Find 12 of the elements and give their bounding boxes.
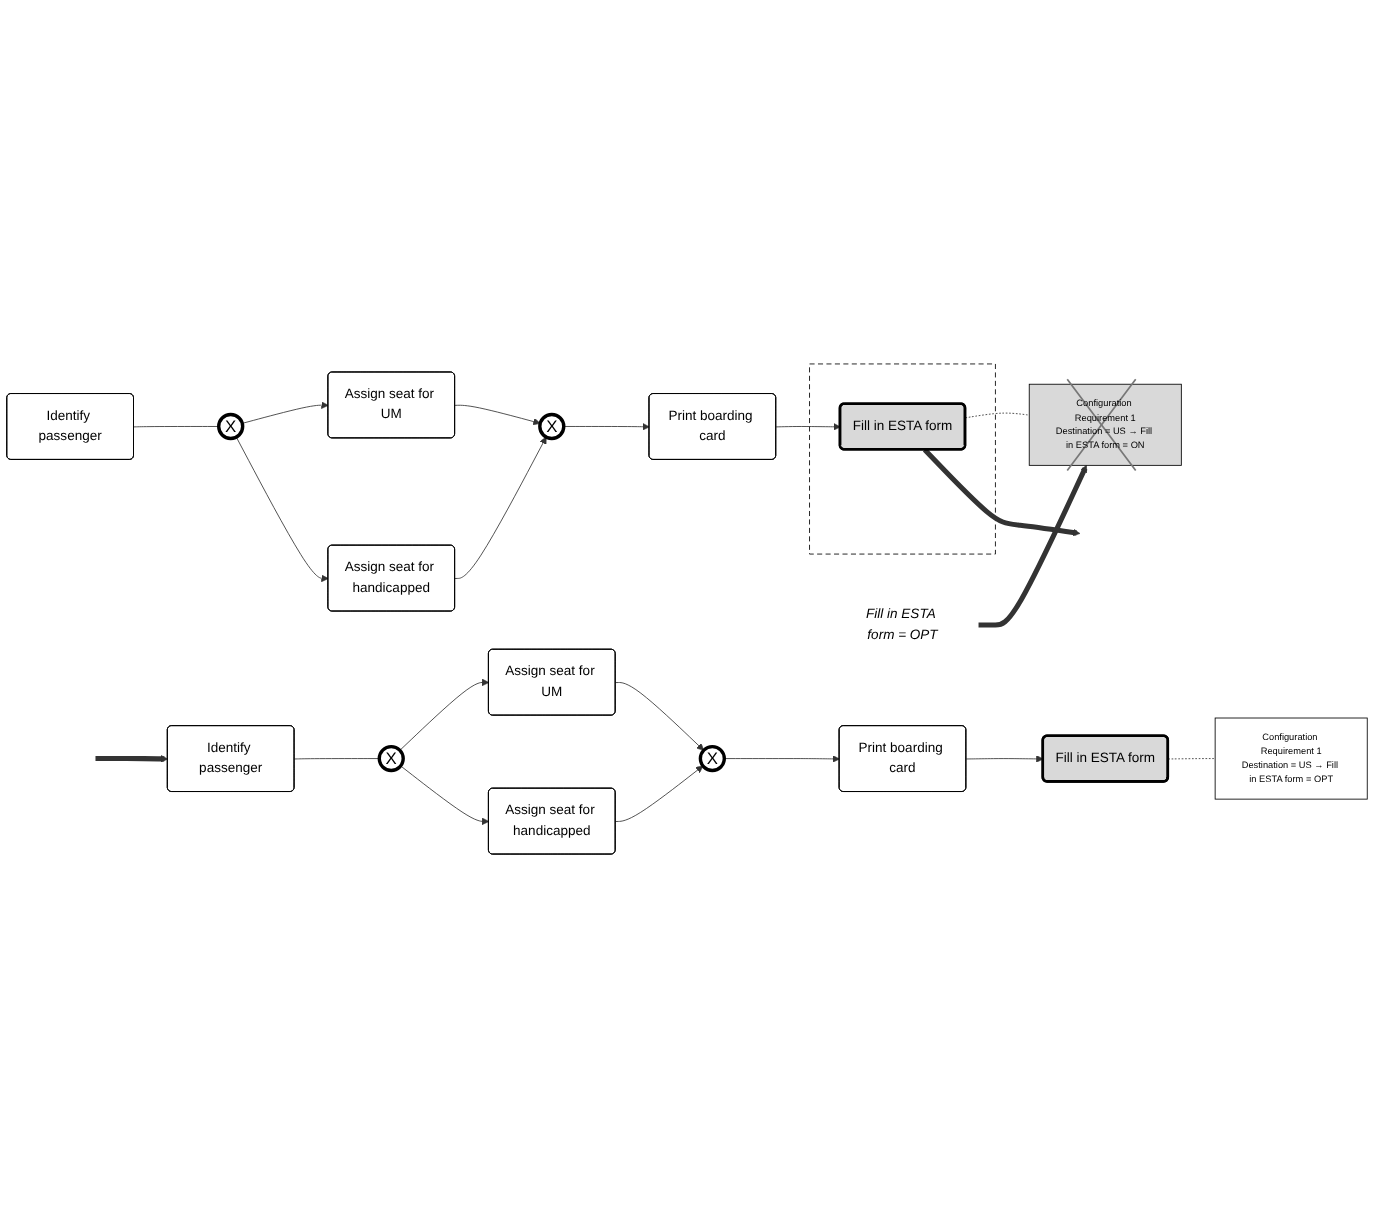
arrow bbox=[922, 447, 1081, 537]
cluster bbox=[809, 363, 996, 555]
arrow bbox=[95, 755, 169, 763]
arrow bbox=[978, 465, 1088, 628]
connector bbox=[1167, 758, 1216, 760]
node-circle: X bbox=[217, 412, 245, 441]
node-circle: X bbox=[377, 744, 405, 773]
connector bbox=[294, 758, 380, 760]
connector bbox=[133, 426, 220, 428]
node-circle: X bbox=[538, 412, 566, 441]
node-circle: X bbox=[698, 744, 727, 773]
connector bbox=[965, 412, 1030, 419]
